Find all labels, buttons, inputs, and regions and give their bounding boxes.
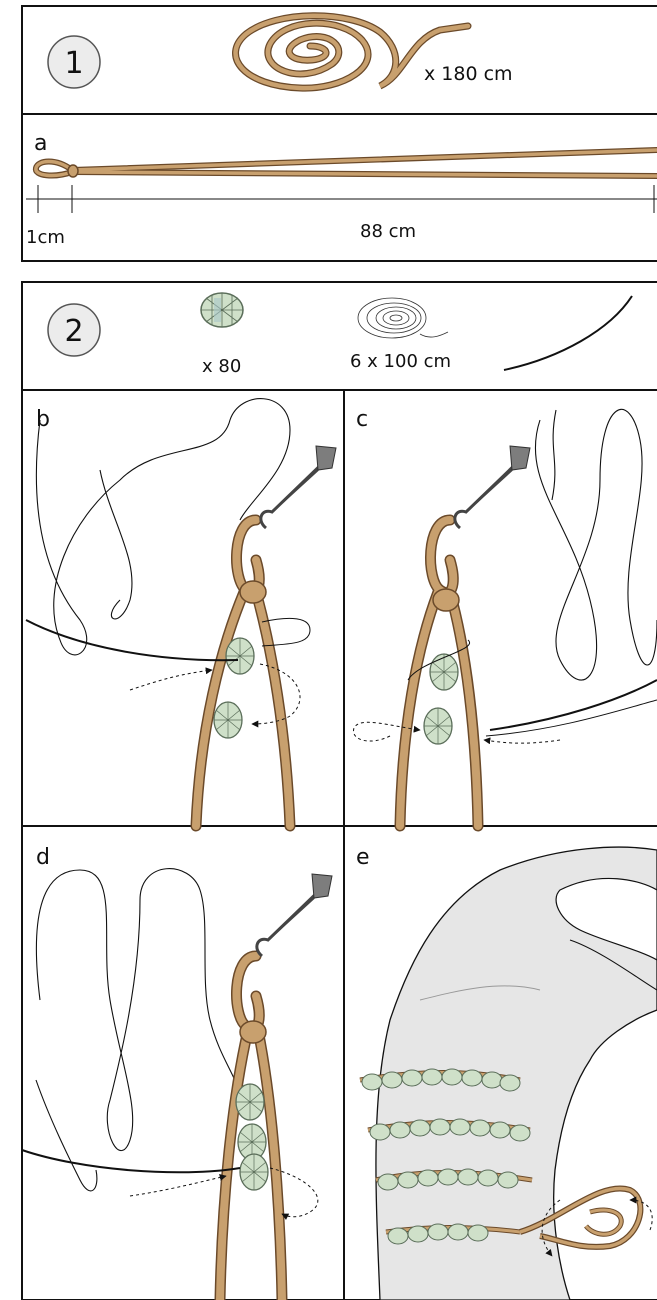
step-2-section: 2 x 80 6 x 100 cm b c d e bbox=[22, 282, 657, 1300]
step-1-section: 1 x 180 cm a bbox=[22, 6, 657, 261]
step-2-badge: 2 bbox=[48, 304, 100, 356]
safety-pin-icon bbox=[455, 446, 530, 528]
step-2-number: 2 bbox=[64, 314, 83, 349]
panel-d-frame bbox=[22, 826, 344, 1300]
bead-quantity-label: x 80 bbox=[202, 356, 241, 377]
panel-c-letter: c bbox=[356, 407, 368, 432]
bead-icon bbox=[201, 293, 243, 327]
panel-b-letter: b bbox=[36, 407, 50, 432]
cord-quantity-label: x 180 cm bbox=[424, 63, 513, 85]
bead bbox=[430, 654, 458, 690]
step-1-panel-a-frame bbox=[22, 114, 657, 261]
safety-pin-icon bbox=[261, 446, 336, 528]
step-1-number: 1 bbox=[64, 46, 83, 81]
thread-quantity-label: 6 x 100 cm bbox=[350, 351, 451, 372]
panel-b-illustration bbox=[26, 399, 336, 826]
thread-coil-icon bbox=[358, 298, 448, 338]
panel-c-illustration bbox=[353, 409, 657, 826]
panel-d-letter: d bbox=[36, 845, 50, 870]
bead bbox=[214, 702, 242, 738]
bead bbox=[240, 1154, 268, 1190]
thread-loop bbox=[36, 399, 290, 655]
step-2-header-frame bbox=[22, 282, 657, 390]
panel-a-letter: a bbox=[34, 131, 47, 156]
loop-measure-label: 1cm bbox=[26, 227, 65, 248]
panel-e-illustration bbox=[360, 847, 657, 1300]
bead bbox=[424, 708, 452, 744]
panel-e-letter: e bbox=[356, 845, 370, 870]
measurement-line bbox=[26, 185, 657, 213]
doubled-leather-cord bbox=[36, 150, 657, 177]
panel-b-frame bbox=[22, 390, 344, 826]
bead bbox=[226, 638, 254, 674]
panel-d-illustration bbox=[22, 869, 332, 1300]
step-1-badge: 1 bbox=[48, 36, 100, 88]
bead bbox=[236, 1084, 264, 1120]
length-measure-label: 88 cm bbox=[360, 221, 416, 242]
safety-pin-icon bbox=[257, 874, 332, 956]
needle-icon bbox=[504, 296, 632, 370]
panel-c-frame bbox=[344, 390, 657, 826]
